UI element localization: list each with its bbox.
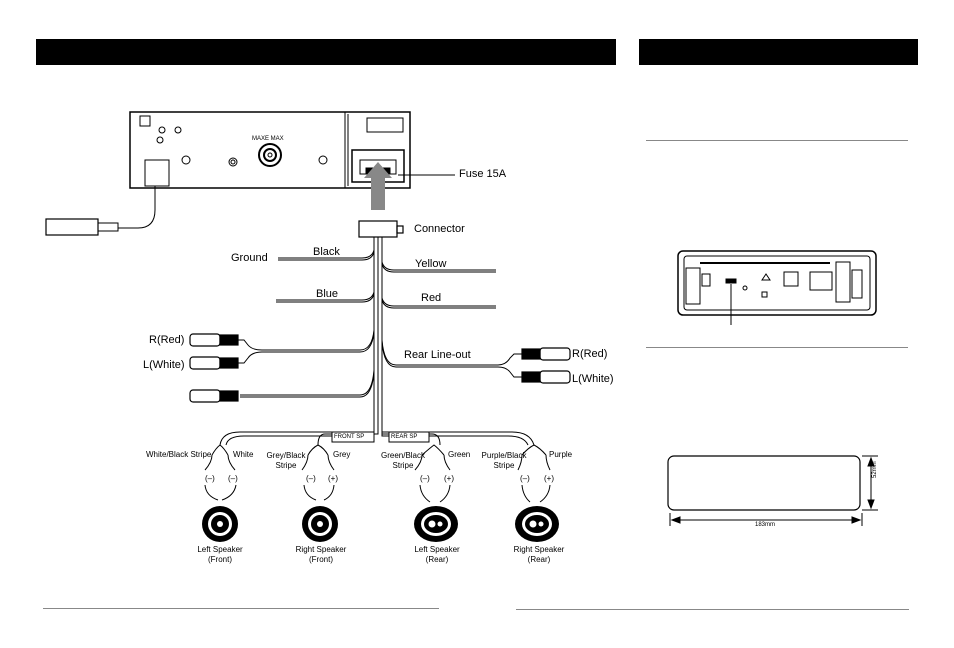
r-red-left-label: R(Red) <box>149 334 185 346</box>
maxe-label: MAXE MAX <box>252 136 284 142</box>
height-dimension: 52mm <box>872 461 878 478</box>
fuse-arrow <box>364 162 392 210</box>
red-label: Red <box>421 292 442 304</box>
front-sp-label: FRONT SP <box>334 434 365 440</box>
connector-label: Connector <box>414 223 465 235</box>
left-header-bar <box>36 39 616 65</box>
speaker-4-wire-pos: Purple <box>549 450 573 459</box>
black-label: Black <box>313 246 340 258</box>
speaker-2-name: Right Speaker <box>295 545 347 554</box>
speaker-3-name: Left Speaker <box>414 545 460 554</box>
speaker-3-wire-neg: Green/Black Stripe <box>380 451 426 470</box>
right-divider-2 <box>646 347 908 348</box>
speaker-1-wire-neg: White/Black Stripe <box>146 450 212 459</box>
rear-sp-tag <box>388 431 430 443</box>
speaker-3-position: (Rear) <box>425 555 449 564</box>
speaker-2-neg: (–) <box>306 474 316 483</box>
speaker-3-wire-pos: Green <box>448 450 471 459</box>
speaker-1-pos: (–) <box>228 474 238 483</box>
mounting-outline <box>667 455 861 511</box>
connector-block <box>358 220 398 238</box>
right-header-bar <box>639 39 918 65</box>
head-unit-back <box>129 111 411 189</box>
front-sp-tag <box>331 431 375 443</box>
speaker-3-neg: (–) <box>420 474 430 483</box>
speaker-4-position: (Rear) <box>527 555 551 564</box>
blue-label: Blue <box>316 288 339 300</box>
left-footer-rule <box>43 608 439 609</box>
speaker-1-position: (Front) <box>208 555 232 564</box>
speaker-1-name: Left Speaker <box>197 545 243 554</box>
right-divider-1 <box>646 140 908 141</box>
ground-label: Ground <box>231 252 268 264</box>
speaker-4-wire-neg: Purple/Black Stripe <box>481 451 527 470</box>
right-footer-rule <box>516 609 909 610</box>
speaker-2-pos: (+) <box>328 474 338 483</box>
speaker-4-neg: (–) <box>520 474 530 483</box>
l-white-right-label: L(White) <box>572 373 614 385</box>
fuse-label: Fuse 15A <box>459 168 507 180</box>
speaker-2-wire-pos: Grey <box>333 450 351 459</box>
width-dimension: 183mm <box>755 522 776 528</box>
rear-lineout-label: Rear Line-out <box>404 349 471 361</box>
r-red-right-label: R(Red) <box>572 348 608 360</box>
front-panel <box>677 250 877 316</box>
speaker-2-wire-neg: Grey/Black Stripe <box>266 451 306 470</box>
l-white-left-label: L(White) <box>143 359 185 371</box>
speaker-4-pos: (+) <box>544 474 554 483</box>
yellow-label: Yellow <box>415 258 447 270</box>
speaker-4-name: Right Speaker <box>513 545 565 554</box>
speaker-3-pos: (+) <box>444 474 454 483</box>
speaker-1-neg: (–) <box>205 474 215 483</box>
speaker-2-position: (Front) <box>309 555 333 564</box>
rear-sp-label: REAR SP <box>391 434 418 440</box>
speaker-icons <box>202 506 559 542</box>
speaker-1-wire-pos: White <box>233 450 254 459</box>
